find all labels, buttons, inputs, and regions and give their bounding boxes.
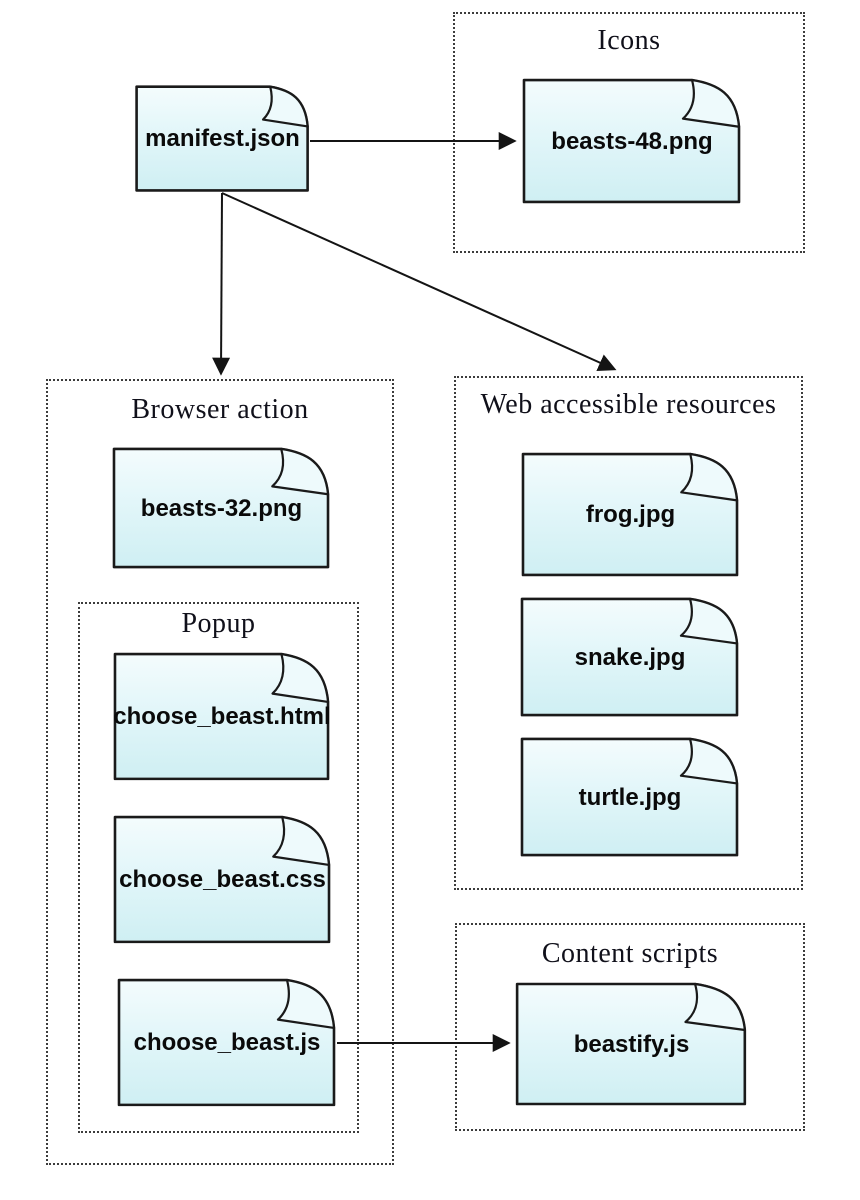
file-label: snake.jpg [574, 643, 686, 671]
file-node-manifest-json: manifest.json [135, 85, 310, 193]
file-label: beasts-48.png [551, 127, 713, 155]
file-icon [520, 737, 740, 858]
file-label: beastify.js [573, 1030, 690, 1058]
group-popup-title: Popup [181, 608, 256, 639]
group-content-scripts-title: Content scripts [541, 938, 719, 969]
group-icons-title: Icons [597, 25, 661, 56]
arrow-manifest-to-browser-action [212, 192, 231, 376]
group-browser-action: Browser action [46, 379, 394, 1165]
file-icon [117, 978, 337, 1108]
file-label: manifest.json [145, 125, 300, 152]
group-popup: Popup [78, 602, 359, 1133]
file-label: turtle.jpg [578, 783, 682, 811]
file-node-frog-jpg: frog.jpg [521, 452, 740, 578]
file-icon [520, 597, 740, 718]
file-icon [521, 452, 740, 578]
group-icons: Icons [453, 12, 805, 253]
file-label: beasts-32.png [140, 494, 303, 522]
file-label: choose_beast.css [119, 866, 326, 893]
file-node-choose-beast-css: choose_beast.css [113, 815, 332, 945]
file-label: frog.jpg [585, 501, 676, 528]
group-web-accessible-resources-title: Web accessible resources [480, 389, 777, 420]
file-node-beastify-js: beastify.js [515, 982, 748, 1107]
file-icon [515, 982, 748, 1107]
file-icon [522, 78, 742, 205]
file-node-choose-beast-html: choose_beast.html [113, 652, 331, 782]
file-label: choose_beast.html [113, 703, 331, 730]
group-content-scripts: Content scripts [455, 923, 805, 1131]
file-icon [113, 652, 331, 782]
file-node-beasts-32-png: beasts-32.png [112, 447, 331, 570]
file-node-snake-jpg: snake.jpg [520, 597, 740, 718]
file-node-beasts-48-png: beasts-48.png [522, 78, 742, 205]
file-node-turtle-jpg: turtle.jpg [520, 737, 740, 858]
file-icon [112, 447, 331, 570]
file-icon [135, 85, 310, 193]
group-browser-action-title: Browser action [131, 394, 309, 425]
file-label: choose_beast.js [133, 1029, 321, 1056]
file-node-choose-beast-js: choose_beast.js [117, 978, 337, 1108]
group-web-accessible-resources: Web accessible resources [454, 376, 803, 890]
file-icon [113, 815, 332, 945]
